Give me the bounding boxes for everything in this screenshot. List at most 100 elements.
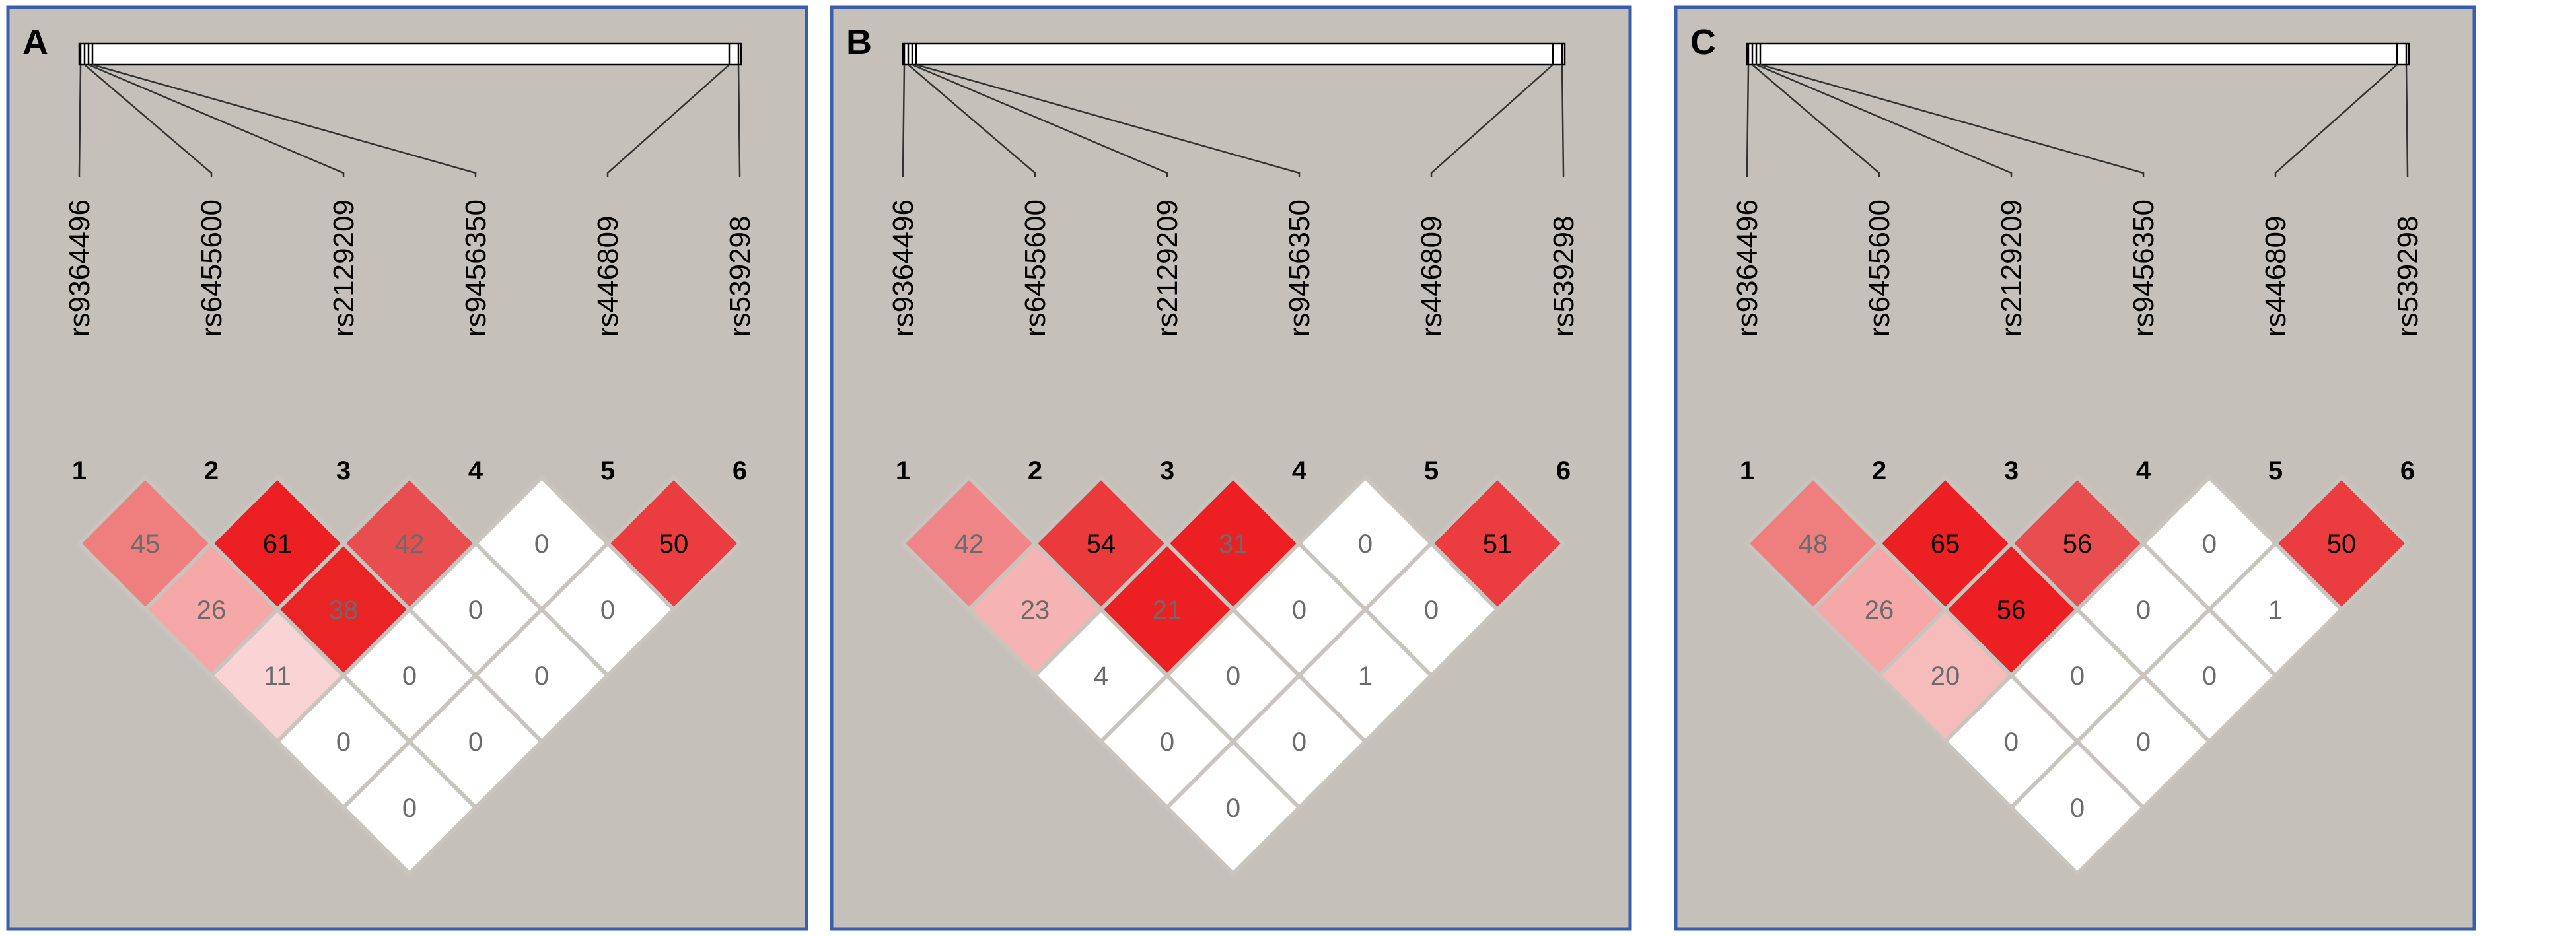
ld-cell-value: 20 xyxy=(1931,662,1960,691)
snp-connector-line xyxy=(84,64,213,177)
ld-cell-value: 0 xyxy=(468,596,483,625)
ld-cell-value: 42 xyxy=(395,530,425,559)
snp-index-label: 1 xyxy=(72,456,87,485)
snp-index-label: 3 xyxy=(1160,456,1174,485)
snp-connector-line xyxy=(92,63,477,177)
snp-index-label: 5 xyxy=(2268,456,2283,485)
ld-cell-value: 0 xyxy=(468,728,483,757)
ld-cell-value: 0 xyxy=(600,596,615,625)
snp-index-label: 1 xyxy=(1740,456,1754,485)
snp-index-label: 6 xyxy=(733,456,747,485)
snp-connector-line xyxy=(1561,64,1565,177)
ld-cell-value: 0 xyxy=(1226,794,1240,823)
snp-index-label: 2 xyxy=(204,456,219,485)
panel-a: Ars93644961rs64556002rs21292093rs9456350… xyxy=(6,5,808,931)
ld-cell-value: 26 xyxy=(197,596,227,625)
ld-cell-value: 0 xyxy=(2070,662,2085,691)
snp-connector-line xyxy=(1756,63,2013,177)
ld-cell-value: 42 xyxy=(954,530,984,559)
snp-index-label: 5 xyxy=(600,456,615,485)
snp-connector-line xyxy=(902,64,906,177)
ld-cell-value: 0 xyxy=(2202,662,2217,691)
snp-index-label: 6 xyxy=(1556,456,1571,485)
snp-name-label: rs2129209 xyxy=(1995,199,2028,337)
snp-name-label: rs9456350 xyxy=(1283,199,1316,337)
snp-index-label: 2 xyxy=(1028,456,1042,485)
snp-index-label: 3 xyxy=(2004,456,2019,485)
ld-cell-value: 38 xyxy=(329,596,359,625)
ld-cell-value: 0 xyxy=(1358,530,1373,559)
snp-name-label: rs6455600 xyxy=(1863,199,1896,337)
snp-connector-line xyxy=(908,64,1036,177)
snp-index-label: 4 xyxy=(468,456,483,485)
snp-index-label: 4 xyxy=(2136,456,2151,485)
ld-cell-value: 50 xyxy=(659,530,689,559)
snp-index-label: 4 xyxy=(1292,456,1307,485)
ld-cell-value: 26 xyxy=(1865,596,1894,625)
snp-name-label: rs446809 xyxy=(592,216,624,337)
snp-index-label: 5 xyxy=(1424,456,1439,485)
snp-connector-line xyxy=(2274,64,2398,177)
panel-label: A xyxy=(22,22,48,62)
ld-cell xyxy=(2008,738,2147,877)
snp-connector-line xyxy=(606,64,730,177)
ld-cell-value: 1 xyxy=(1358,662,1373,691)
ld-cell-value: 0 xyxy=(402,794,417,823)
snp-name-label: rs9364496 xyxy=(1731,199,1764,337)
ld-cell-value: 0 xyxy=(1226,662,1240,691)
ld-cell-value: 1 xyxy=(2268,596,2283,625)
ld-cell-value: 0 xyxy=(534,530,549,559)
snp-connector-line xyxy=(1760,63,2145,177)
snp-index-label: 1 xyxy=(896,456,910,485)
snp-name-label: rs9456350 xyxy=(2128,199,2160,337)
ld-cell-value: 0 xyxy=(2070,794,2085,823)
ld-cell-value: 50 xyxy=(2327,530,2357,559)
ld-cell-value: 0 xyxy=(1424,596,1439,625)
ld-cell xyxy=(340,738,479,877)
ld-cell-value: 0 xyxy=(1292,728,1306,757)
snp-name-label: rs6455600 xyxy=(196,199,228,337)
snp-index-label: 6 xyxy=(2400,456,2415,485)
ld-cell xyxy=(1164,738,1303,877)
snp-connector-line xyxy=(915,63,1301,177)
snp-name-label: rs9364496 xyxy=(887,199,919,337)
ld-cell-value: 56 xyxy=(2063,530,2093,559)
ld-cell-value: 31 xyxy=(1219,530,1248,559)
snp-name-label: rs539298 xyxy=(1548,216,1580,337)
snp-connector-line xyxy=(88,63,345,177)
snp-connector-line xyxy=(78,64,82,177)
ld-cell-value: 0 xyxy=(534,662,549,691)
genomic-region-bar xyxy=(78,42,742,66)
snp-name-label: rs2129209 xyxy=(1151,199,1184,337)
snp-name-label: rs446809 xyxy=(2260,216,2292,337)
ld-cell-value: 23 xyxy=(1020,596,1050,625)
ld-cell-value: 0 xyxy=(336,728,351,757)
panel-label: C xyxy=(1690,22,1716,62)
genomic-region-bar xyxy=(902,42,1566,66)
snp-name-label: rs6455600 xyxy=(1019,199,1052,337)
ld-cell-value: 0 xyxy=(402,662,417,691)
snp-name-label: rs2129209 xyxy=(328,199,360,337)
snp-name-label: rs446809 xyxy=(1415,216,1448,337)
snp-connector-line xyxy=(2405,64,2409,177)
snp-connector-line xyxy=(737,64,741,177)
ld-cell-value: 56 xyxy=(1997,596,2026,625)
genomic-region-bar xyxy=(1746,42,2410,66)
snp-index-label: 2 xyxy=(1872,456,1886,485)
ld-cell-value: 11 xyxy=(264,662,291,691)
ld-cell-value: 54 xyxy=(1087,530,1116,559)
ld-cell-value: 0 xyxy=(1292,596,1306,625)
snp-name-label: rs539298 xyxy=(724,216,756,337)
ld-cell-value: 0 xyxy=(2136,728,2151,757)
ld-cell-value: 65 xyxy=(1931,530,1960,559)
ld-cell-value: 48 xyxy=(1799,530,1828,559)
snp-index-label: 3 xyxy=(336,456,351,485)
ld-cell-value: 45 xyxy=(131,530,161,559)
panel-label: B xyxy=(846,22,872,62)
snp-name-label: rs539298 xyxy=(2392,216,2424,337)
snp-connector-line xyxy=(912,63,1168,177)
ld-cell-value: 0 xyxy=(2136,596,2151,625)
